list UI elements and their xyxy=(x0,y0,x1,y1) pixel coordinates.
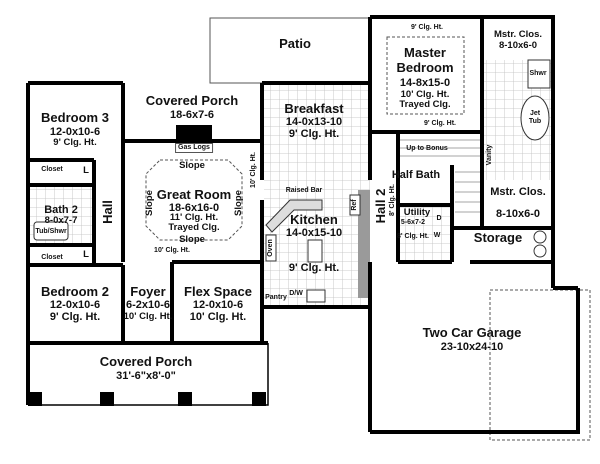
room-name: Mstr. Clos. xyxy=(490,186,546,198)
room-size: 12-0x10-6 xyxy=(49,299,101,311)
room-name: Storage xyxy=(473,230,523,245)
room-ceiling: 8' Clg. Ht. xyxy=(397,233,429,240)
walls xyxy=(26,15,580,434)
ceiling-note: 9' Clg. Ht. xyxy=(424,120,456,127)
room-size: 12-0x10-6 xyxy=(192,299,244,311)
room-ceiling: 9' Clg. Ht. xyxy=(288,262,340,274)
room-ceiling: 10' Clg. Ht. xyxy=(400,89,450,100)
kitchen-island xyxy=(307,239,323,263)
room-name: Half Bath xyxy=(391,169,441,181)
hall-label: Hall xyxy=(99,200,115,224)
room-name: Flex Space xyxy=(184,284,252,299)
room-name: Covered Porch xyxy=(99,354,193,369)
room-name: Covered Porch xyxy=(145,93,239,108)
sink xyxy=(306,289,326,303)
room-ceiling: 9' Clg. Ht. xyxy=(49,311,101,323)
room-size: 18-6x16-0 xyxy=(168,202,220,214)
room-name: Bedroom xyxy=(396,60,454,75)
water-heater-1 xyxy=(533,230,547,244)
up-to-bonus-label: Up to Bonus xyxy=(406,145,448,152)
room-name: Bedroom 3 xyxy=(41,110,109,125)
jet-tub xyxy=(520,95,550,141)
fireplace xyxy=(176,125,212,141)
room-name: Utility xyxy=(403,207,431,218)
room-size: 8-0x7-7 xyxy=(44,215,78,226)
stairs xyxy=(400,139,482,213)
ceiling-note: 9' Clg. Ht. xyxy=(411,24,443,31)
room-size: 18-6x7-6 xyxy=(169,109,215,121)
room-size: 5-6x7-2 xyxy=(400,219,426,226)
slope-label-bottom: Slope xyxy=(179,234,205,245)
garage-door xyxy=(489,289,591,441)
closet-label: Closet xyxy=(41,166,63,173)
room-size: 8-10x6-0 xyxy=(498,40,538,51)
oven xyxy=(265,234,277,262)
slope-label-right: Slope xyxy=(232,190,244,216)
master-shower xyxy=(527,59,551,89)
kitchen-side-counter xyxy=(358,190,370,298)
slope-label-top: Slope xyxy=(179,160,205,171)
ref-label: Ref xyxy=(351,199,359,211)
vanity-label: Vanity xyxy=(486,144,494,166)
ceiling-note: 10' Clg. Ht. xyxy=(250,152,258,188)
dw-label: D/W xyxy=(289,290,303,297)
room-size: 12-0x10-6 xyxy=(49,126,101,138)
room-size: 8-10x6-0 xyxy=(495,208,541,220)
room-note: Trayed Clg. xyxy=(399,99,451,110)
room-name: Bath 2 xyxy=(44,204,78,216)
utility-tile xyxy=(400,205,450,260)
linen-label: L xyxy=(83,249,89,260)
room-name: Kitchen xyxy=(290,212,338,227)
room-name: Patio xyxy=(279,36,311,51)
tub-shower-label: Tub/Shwr xyxy=(35,228,67,235)
pantry-label: Pantry xyxy=(265,294,287,301)
room-name: Mstr. Clos. xyxy=(493,29,543,40)
room-size: 14-0x13-10 xyxy=(285,116,343,128)
porch-posts xyxy=(28,392,266,406)
water-heater-2 xyxy=(533,244,547,258)
dryer-label: D xyxy=(436,215,442,222)
jet-tub-label: Jet Tub xyxy=(528,110,542,125)
gas-logs-label: Gas Logs xyxy=(175,143,213,153)
room-size: 14-0x15-10 xyxy=(285,227,343,239)
room-size: 31'-6"x8'-0" xyxy=(116,370,176,382)
room-ceiling: 10' Clg. Ht. xyxy=(123,311,173,322)
room-name: Bedroom 2 xyxy=(41,284,109,299)
room-ceiling: 9' Clg. Ht. xyxy=(53,137,97,148)
closet-label: Closet xyxy=(41,254,63,261)
room-size: 14-8x15-0 xyxy=(399,77,451,89)
room-name: Master xyxy=(404,45,446,60)
room-size: 6-2x10-6 xyxy=(125,299,171,311)
great-room-tray xyxy=(145,159,243,241)
washer-label: W xyxy=(433,232,441,239)
room-name: Two Car Garage xyxy=(422,325,522,340)
slope-label-left: Slope xyxy=(143,190,155,216)
tub-shower xyxy=(33,221,69,241)
room-name: Breakfast xyxy=(284,101,344,116)
room-name: Foyer xyxy=(130,284,166,299)
room-ceiling: 10' Clg. Ht. xyxy=(189,311,247,323)
hall2-label: Hall 2 xyxy=(372,188,388,224)
ceiling-note: 10' Clg. Ht. xyxy=(154,247,190,254)
hall2-ceiling: 8' Clg. Ht. xyxy=(389,184,397,216)
room-note: Trayed Clg. xyxy=(168,222,220,233)
room-ceiling: 9' Clg. Ht. xyxy=(288,128,340,140)
raised-bar-label: Raised Bar xyxy=(285,187,323,194)
oven-label: Oven xyxy=(267,239,275,257)
refrigerator xyxy=(349,194,361,216)
kitchen-counter xyxy=(265,199,323,233)
shower-label: Shwr xyxy=(529,70,547,77)
room-name: Great Room xyxy=(156,187,232,202)
linen-label: L xyxy=(83,165,89,176)
room-ceiling: 11' Clg. Ht. xyxy=(169,212,219,223)
room-size: 23-10x24-10 xyxy=(440,341,504,353)
master-tray xyxy=(386,36,465,115)
